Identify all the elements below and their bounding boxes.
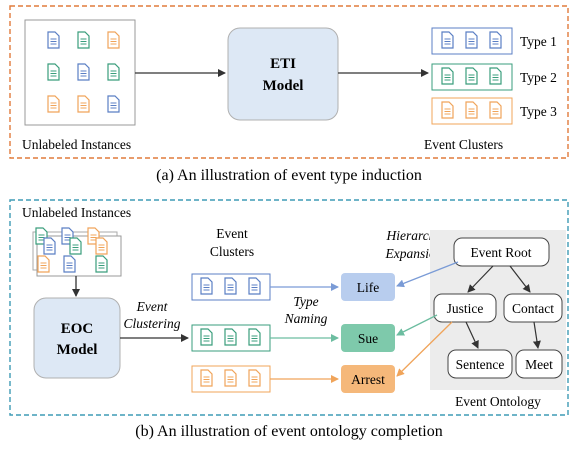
- type-2-label: Type 2: [520, 70, 557, 85]
- ontology-meet-label: Meet: [525, 357, 553, 372]
- panel-a-border: [9, 5, 569, 159]
- document-icon: [200, 277, 261, 295]
- panel-b-border: [9, 199, 569, 416]
- eti-model-subtitle: Model: [263, 78, 304, 94]
- type-sue-box: [341, 324, 395, 352]
- event-clustering-label-2: Clustering: [123, 316, 180, 331]
- ontology-node-contact: [503, 293, 563, 323]
- document-icon: [35, 227, 108, 273]
- hierarchy-expansion-label-1: Hierarchy: [386, 228, 442, 243]
- eti-model-box: [227, 27, 339, 121]
- document-icon: [441, 101, 502, 119]
- eoc-model-box: [33, 297, 121, 379]
- caption-b: (b) An illustration of event ontology co…: [135, 423, 443, 440]
- ontology-node-sentence: [447, 349, 513, 379]
- document-icon: [200, 369, 261, 387]
- eti-model-title: ETI: [270, 56, 296, 72]
- hierarchy-expansion-label-2: Expansion: [385, 246, 443, 261]
- type-1-label: Type 1: [520, 34, 557, 49]
- edge-justice-sentence: [465, 321, 479, 349]
- ontology-node-justice: [433, 293, 497, 323]
- type-naming-label-2: Naming: [284, 311, 328, 326]
- type-3-label: Type 3: [520, 104, 557, 119]
- type-arrest-box: [341, 365, 395, 393]
- ontology-root-label: Event Root: [470, 245, 531, 260]
- document-icon: [47, 31, 120, 113]
- event-ontology-label: Event Ontology: [455, 394, 541, 409]
- edge-root-justice: [467, 265, 494, 293]
- ontology-justice-label: Justice: [447, 301, 484, 316]
- eoc-model-subtitle: Model: [57, 342, 98, 358]
- document-icon: [441, 31, 502, 49]
- type-naming-label-1: Type: [293, 294, 318, 309]
- event-clusters-label-b-1: Event: [216, 226, 248, 241]
- event-clusters-label-b-2: Clusters: [210, 244, 254, 259]
- event-clustering-label-1: Event: [136, 299, 169, 314]
- unlabeled-instances-label: Unlabeled Instances: [22, 137, 131, 152]
- ontology-node-root: [453, 237, 550, 267]
- type-life-label: Life: [357, 280, 380, 295]
- ontology-node-meet: [515, 349, 563, 379]
- link-arrest-justice: [396, 321, 453, 377]
- panel-a: Unlabeled Instances ETI Model Type 1 Typ…: [9, 5, 569, 159]
- type-life-box: [341, 273, 395, 301]
- ontology-sentence-label: Sentence: [456, 357, 505, 372]
- caption-a: (a) An illustration of event type induct…: [156, 167, 422, 184]
- panel-b: Unlabeled Instances EOC Model Event Clus…: [9, 199, 569, 416]
- link-sue-justice: [396, 314, 438, 336]
- event-clusters-label: Event Clusters: [424, 137, 503, 152]
- link-life-root: [396, 261, 459, 288]
- type-sue-label: Sue: [358, 331, 378, 346]
- type-arrest-label: Arrest: [351, 372, 385, 387]
- unlabeled-instances-label-b: Unlabeled Instances: [22, 205, 131, 220]
- document-icon: [200, 328, 261, 346]
- ontology-contact-label: Contact: [512, 301, 554, 316]
- edge-contact-meet: [532, 321, 541, 349]
- document-icon: [441, 67, 502, 85]
- eoc-model-title: EOC: [61, 321, 94, 337]
- edge-root-contact: [509, 265, 531, 293]
